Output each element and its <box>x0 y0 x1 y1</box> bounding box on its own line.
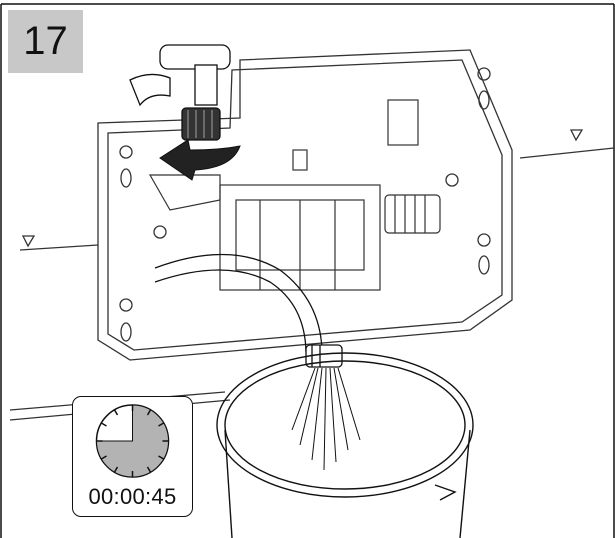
stopwatch-tick <box>100 455 107 460</box>
stopwatch-tick <box>158 455 165 460</box>
stopwatch-ticks <box>96 405 169 477</box>
valve-assembly <box>148 99 441 291</box>
rotate-arrow-icon <box>159 139 241 181</box>
bucket-icon <box>216 352 474 538</box>
stopwatch-panel: 00:00:45 <box>72 396 193 517</box>
water-stream-icon <box>291 367 361 471</box>
stopwatch-icon <box>95 404 170 478</box>
stopwatch-tick <box>158 422 165 427</box>
step-number-badge: 17 <box>8 10 83 73</box>
stopwatch-tick <box>146 409 152 416</box>
stopwatch-tick <box>113 409 119 416</box>
step-number: 17 <box>23 19 68 63</box>
elapsed-sector <box>95 404 169 478</box>
mounting-plate <box>9 49 615 421</box>
stopwatch-tick <box>146 466 152 473</box>
drain-valve-icon <box>129 44 231 141</box>
timer-readout: 00:00:45 <box>88 484 177 509</box>
stopwatch-tick <box>100 422 107 427</box>
stopwatch-tick <box>113 466 119 473</box>
